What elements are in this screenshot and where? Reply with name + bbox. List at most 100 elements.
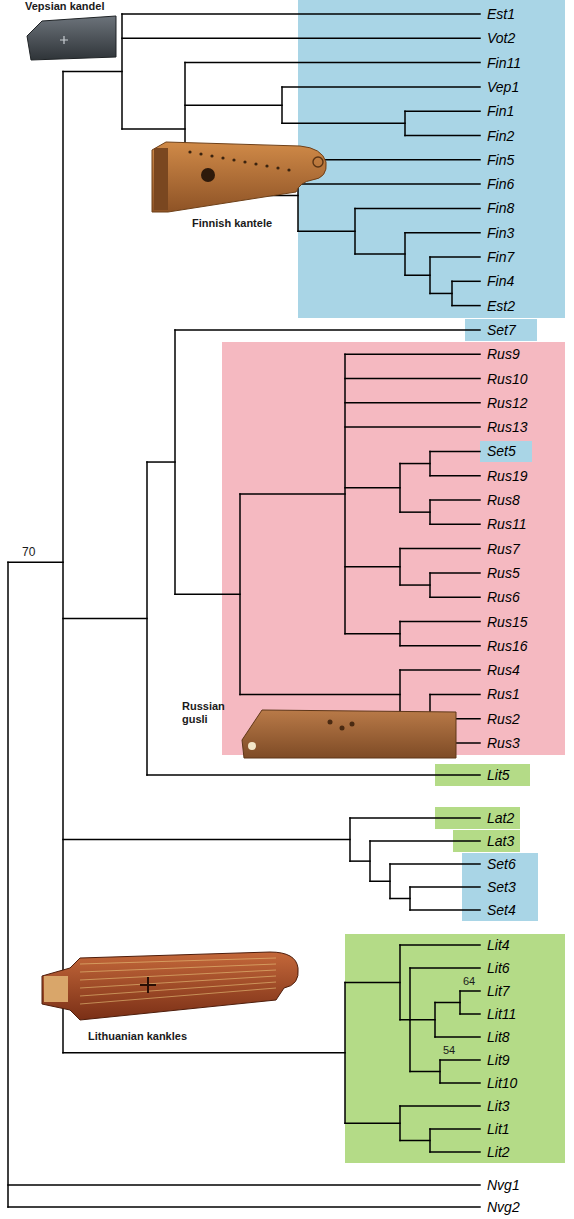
tree-branch	[121, 14, 123, 129]
taxon-label: Lit7	[487, 982, 510, 1000]
support-value: 64	[463, 975, 475, 988]
tuning-peg	[232, 158, 235, 161]
taxon-label: Set3	[487, 878, 516, 896]
clade-band: Set5	[480, 441, 532, 462]
taxon-label: Rus12	[487, 394, 527, 412]
clade-band: Lat2	[435, 807, 520, 829]
tuning-peg	[188, 150, 191, 153]
taxon-label: Nvg2	[487, 1198, 520, 1216]
taxon-label: Set7	[487, 321, 516, 339]
taxon-label: Fin1	[487, 102, 514, 120]
tuning-peg	[221, 156, 224, 159]
taxon-label: Lit4	[487, 936, 510, 954]
string	[80, 988, 276, 1004]
taxon-label: Lit10	[487, 1074, 517, 1092]
taxon-label: Lit11	[487, 1005, 516, 1023]
tuning-peg	[276, 166, 279, 169]
clade-band: Lit5	[435, 764, 530, 786]
taxon-label: Rus11	[487, 515, 526, 533]
taxon-label: Set5	[487, 442, 516, 460]
tree-branch	[63, 1052, 345, 1054]
tuning-peg	[287, 168, 290, 171]
tree-branch	[147, 461, 175, 463]
tree-branch	[147, 774, 480, 776]
taxon-label: Rus9	[487, 345, 520, 363]
taxon-label: Fin11	[487, 54, 521, 72]
tailpiece	[154, 148, 168, 210]
taxon-label: Rus10	[487, 370, 527, 388]
taxon-label: Rus3	[487, 734, 520, 752]
tree-branch	[63, 839, 350, 841]
tree-branch	[349, 818, 351, 861]
headstock	[44, 976, 68, 1002]
tuning-peg	[210, 154, 213, 157]
clade-band: Lat3	[453, 830, 520, 852]
cross-mark	[140, 977, 156, 993]
taxon-label: Rus19	[487, 467, 527, 485]
tuning-peg	[265, 164, 268, 167]
tree-branch	[185, 195, 298, 197]
photo-caption: Russian gusli	[182, 700, 236, 726]
taxon-label: Rus8	[487, 491, 520, 509]
taxon-label: Vep1	[487, 78, 519, 96]
tree-branch	[389, 864, 391, 899]
tuning-peg	[243, 160, 246, 163]
sound-hole	[201, 168, 215, 182]
taxon-label: Lit8	[487, 1028, 510, 1046]
taxon-label: Nvg1	[487, 1176, 520, 1194]
tree-branch	[175, 329, 480, 331]
taxon-label: Rus2	[487, 710, 520, 728]
taxon-label: Rus5	[487, 564, 520, 582]
string	[80, 982, 276, 996]
tree-branch	[185, 104, 282, 106]
taxon-label: Lit5	[487, 766, 510, 784]
taxon-label: Rus16	[487, 637, 527, 655]
taxon-label: Fin4	[487, 272, 514, 290]
tree-branch	[281, 87, 283, 123]
tree-branch	[390, 898, 410, 900]
taxon-label: Est1	[487, 5, 515, 23]
taxon-label: Fin6	[487, 175, 514, 193]
lithuanian-kankles-photo	[42, 952, 298, 1020]
taxon-label: Rus6	[487, 588, 520, 606]
tree-branch	[122, 128, 185, 130]
taxon-label: Fin7	[487, 248, 514, 266]
tree-branch	[174, 330, 176, 594]
tree-branch	[370, 881, 390, 883]
tuning-peg	[254, 162, 257, 165]
tree-branch	[7, 562, 9, 1207]
vepsian-kandel-photo	[27, 16, 116, 60]
tree-branch	[8, 1184, 480, 1186]
tree-branch	[369, 841, 371, 881]
taxon-label: Lit6	[487, 959, 510, 977]
tree-branch	[184, 63, 186, 196]
taxon-label: Set4	[487, 901, 516, 919]
taxon-label: Lat2	[487, 809, 514, 827]
tree-branch	[8, 1206, 480, 1208]
instrument-body	[27, 16, 116, 60]
tree-branch	[8, 561, 63, 563]
taxon-label: Rus15	[487, 613, 527, 631]
taxon-label: Fin5	[487, 151, 514, 169]
taxon-label: Fin3	[487, 224, 514, 242]
clade-band: Rus9Rus10Rus12Rus13Rus19Rus8Rus11Rus7Rus…	[222, 342, 565, 755]
string	[80, 976, 276, 988]
instrument-body	[42, 952, 298, 1020]
photo-caption: Lithuanian kankles	[88, 1030, 187, 1043]
taxon-label: Lit1	[487, 1120, 510, 1138]
clade-band: Set7	[465, 319, 537, 341]
tree-branch	[350, 860, 370, 862]
tree-branch	[62, 72, 64, 1053]
taxon-label: Lit2	[487, 1143, 510, 1161]
support-value: 70	[22, 546, 35, 559]
tuning-peg	[199, 152, 202, 155]
taxon-label: Fin8	[487, 199, 514, 217]
taxon-label: Lit9	[487, 1051, 510, 1069]
taxon-label: Rus7	[487, 540, 520, 558]
clade-band: Set6Set3Set4	[462, 853, 538, 921]
taxon-label: Fin2	[487, 127, 514, 145]
taxon-label: Lit3	[487, 1097, 510, 1115]
string	[80, 958, 276, 964]
support-value: 54	[443, 1044, 455, 1057]
clade-band: Est1Vot2Fin11Vep1Fin1Fin2Fin5Fin6Fin8Fin…	[298, 0, 565, 318]
